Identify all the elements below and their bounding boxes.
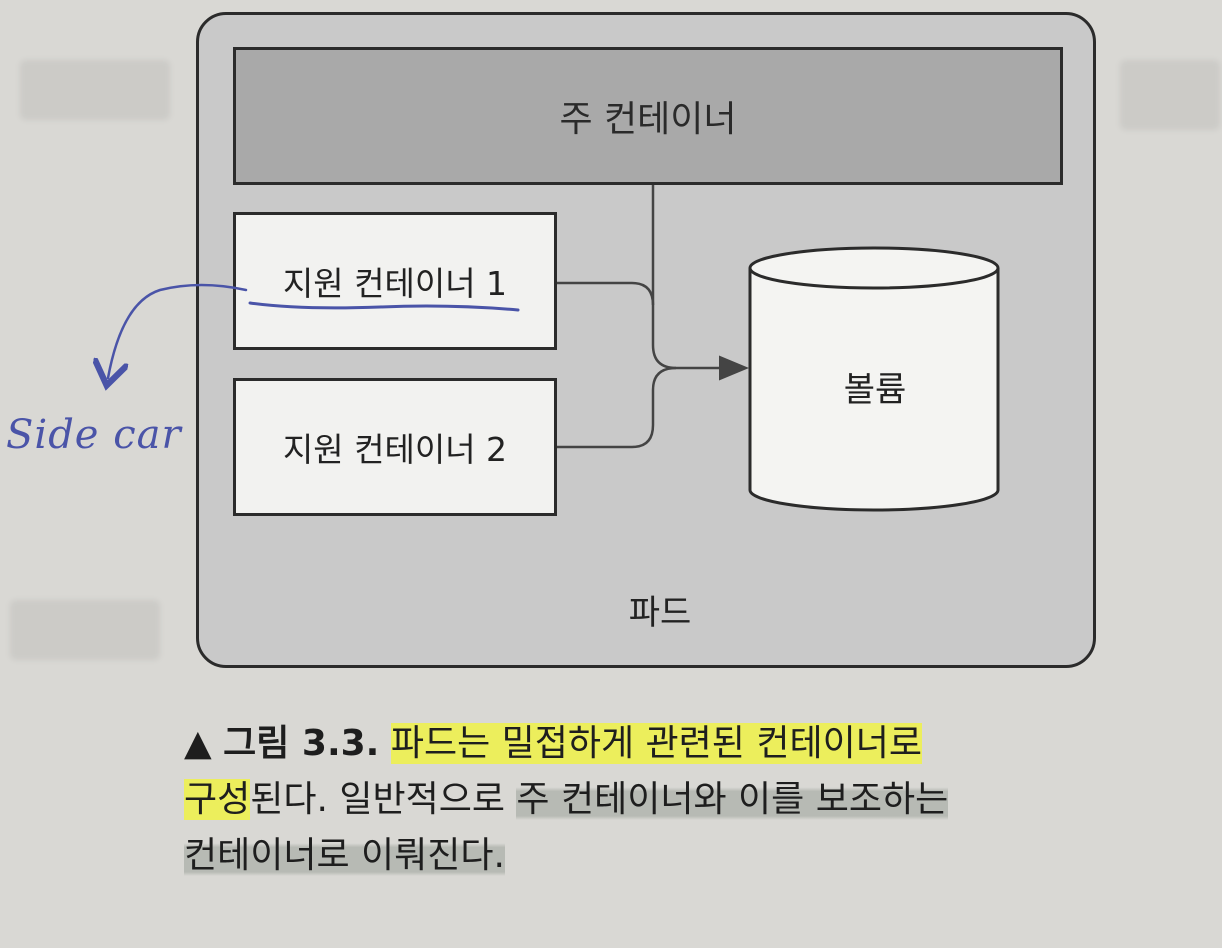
- sidecar-container-2-label: 지원 컨테이너 2: [282, 430, 508, 469]
- sidecar-container-1-label: 지원 컨테이너 1: [282, 264, 508, 303]
- caption-text-3: 된다. 일반적으로: [250, 779, 517, 820]
- main-container-box: 주 컨테이너: [233, 47, 1063, 185]
- handwritten-underline: [248, 301, 520, 312]
- bleed-through-text: [10, 600, 160, 660]
- sidecar-1-connector: [557, 281, 655, 306]
- caption-highlight-2: 구성: [184, 779, 251, 820]
- volume-label: 볼륨: [843, 370, 907, 410]
- main-to-volume-connector: [651, 185, 749, 381]
- handwritten-note: Side car: [6, 412, 182, 458]
- handwritten-arrow: [108, 283, 248, 378]
- bleed-through-text: [20, 60, 170, 120]
- figure-caption: ▲ 그림 3.3. 파드는 밀접하게 관련된 컨테이너로 구성된다. 일반적으로…: [184, 716, 1114, 884]
- pod-label: 파드: [628, 593, 692, 633]
- caption-figure-label: 그림 3.3.: [223, 723, 380, 764]
- main-container-label: 주 컨테이너: [559, 99, 737, 140]
- caption-highlight-1: 파드는 밀접하게 관련된 컨테이너로: [390, 723, 922, 764]
- connector-lines: [557, 185, 749, 449]
- volume-cylinder: [748, 246, 1000, 512]
- caption-marked-5: 컨테이너로 이뤄진다.: [184, 835, 505, 876]
- bleed-through-text: [1120, 60, 1220, 130]
- caption-marked-4: 주 컨테이너와 이를 보조하는: [516, 779, 949, 820]
- sidecar-container-2-box: 지원 컨테이너 2: [233, 378, 557, 516]
- sidecar-container-1-box: 지원 컨테이너 1: [233, 212, 557, 350]
- sidecar-2-connector: [557, 366, 677, 449]
- caption-marker: ▲: [184, 723, 212, 764]
